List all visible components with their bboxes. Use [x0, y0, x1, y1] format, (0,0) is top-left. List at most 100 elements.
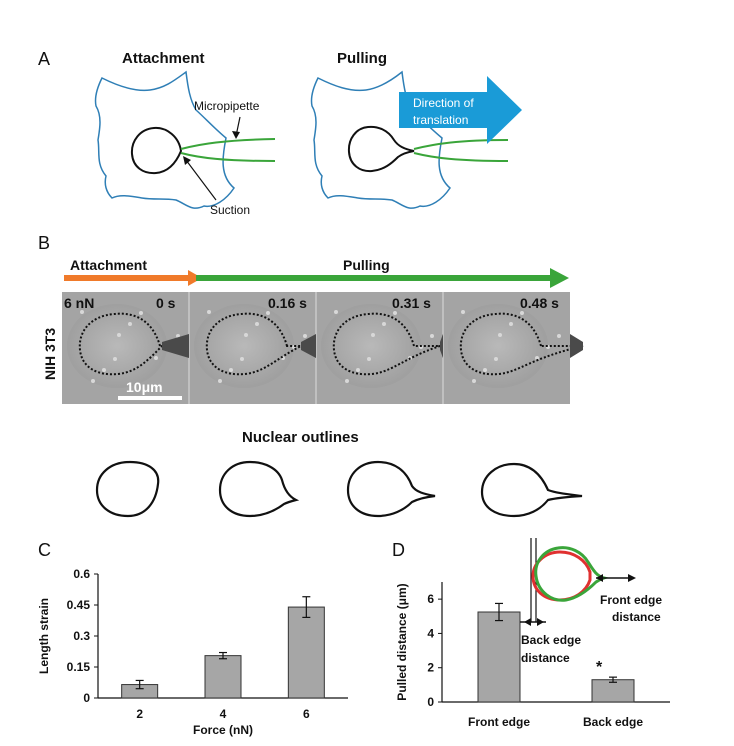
direction-label-line2: translation — [413, 113, 468, 127]
y-tick-label: 6 — [427, 592, 434, 606]
direction-label-line1: Direction of — [413, 96, 474, 110]
pipette-image-2 — [440, 334, 443, 358]
y-axis-label: Pulled distance (μm) — [395, 583, 409, 700]
nucleus-dotted-outline-1 — [205, 312, 302, 376]
vesicle — [240, 357, 244, 361]
pulling-arrow-shaft — [196, 275, 552, 281]
attachment-title: Attachment — [122, 50, 205, 67]
vesicle — [255, 322, 259, 326]
timestamp-1: 0.16 s — [268, 295, 307, 311]
y-tick-label: 4 — [427, 626, 434, 640]
nucleus-dotted-outline-2 — [332, 312, 441, 376]
scale-bar — [118, 396, 182, 400]
vesicle — [520, 311, 524, 315]
y-tick-label: 0 — [83, 691, 90, 705]
panel-c-label: C — [38, 540, 51, 560]
bar-2 — [287, 606, 325, 699]
y-tick-label: 0.15 — [67, 660, 91, 674]
nuclear-outline-2 — [346, 460, 436, 518]
edge-distance-inset — [520, 538, 636, 626]
cell-image-1 — [194, 304, 294, 388]
vesicle — [218, 379, 222, 383]
vesicle — [557, 334, 561, 338]
y-tick-label: 0 — [427, 695, 434, 709]
vesicle — [113, 357, 117, 361]
vesicle — [345, 379, 349, 383]
pipette-image-3 — [570, 334, 583, 358]
timestamp-0: 0 s — [156, 295, 176, 311]
nuclear-outlines-title: Nuclear outlines — [242, 429, 359, 446]
x-tick-label-0: 2 — [136, 707, 143, 721]
cell-image-3 — [448, 304, 548, 388]
vesicle — [509, 322, 513, 326]
cell-outline-attachment — [94, 70, 235, 209]
nuclear-outline-1 — [218, 460, 300, 518]
cell-image-0 — [67, 304, 167, 388]
front-edge-distance-label-line2: distance — [612, 610, 661, 624]
nucleus-attachment — [130, 126, 183, 175]
vesicle — [229, 368, 233, 372]
vesicle — [498, 333, 502, 337]
pulling-phase-label: Pulling — [343, 257, 390, 273]
nuclear-outline-3 — [480, 462, 583, 518]
suction-pointer — [185, 159, 217, 201]
vesicle — [303, 334, 307, 338]
significance-marker: * — [596, 659, 603, 676]
x-tick-label-1: 4 — [220, 707, 227, 721]
bar-0 — [477, 611, 521, 703]
timestamp-2: 0.31 s — [392, 295, 431, 311]
vesicle — [117, 333, 121, 337]
x-axis-label: Force (nN) — [193, 723, 253, 737]
attachment-arrow-shaft — [64, 275, 190, 281]
vesicle — [356, 368, 360, 372]
panel-b-label: B — [38, 233, 50, 253]
vesicle — [80, 310, 84, 314]
bar-1 — [591, 679, 635, 703]
pipette-image-0 — [162, 334, 189, 358]
cell-image-2 — [321, 304, 421, 388]
vesicle — [430, 334, 434, 338]
panel-a-label: A — [38, 49, 50, 69]
back-edge-distance-label-line2: distance — [521, 651, 570, 665]
bar-1 — [204, 655, 242, 699]
suction-pointer-head — [183, 156, 191, 165]
micropipette-label: Micropipette — [194, 99, 260, 113]
cell-outline-pulling — [310, 70, 451, 209]
force-label: 6 nN — [64, 295, 94, 311]
timestamp-3: 0.48 s — [520, 295, 559, 311]
x-tick-label-2: 6 — [303, 707, 310, 721]
y-axis-label: Length strain — [37, 598, 51, 674]
micropipette-pointer-head — [232, 131, 240, 139]
x-tick-label-1: Back edge — [583, 715, 643, 729]
vesicle — [154, 356, 158, 360]
green-nucleus-outline — [534, 546, 610, 602]
x-tick-label-0: Front edge — [468, 715, 530, 729]
vesicle — [334, 310, 338, 314]
vesicle — [139, 311, 143, 315]
vesicle — [483, 368, 487, 372]
vesicle — [128, 322, 132, 326]
attachment-arrow-head — [188, 270, 202, 286]
vesicle — [371, 333, 375, 337]
vesicle — [207, 310, 211, 314]
micropipette-attachment — [180, 138, 276, 162]
panel-d-label: D — [392, 540, 405, 560]
micrograph-frames — [67, 304, 584, 388]
vesicle — [91, 379, 95, 383]
vesicle — [266, 311, 270, 315]
vesicle — [244, 333, 248, 337]
nuclear-outline-0 — [95, 460, 160, 518]
direction-arrow — [399, 76, 522, 144]
back-edge-distance-label-line1: Back edge — [521, 633, 581, 647]
attachment-phase-label: Attachment — [70, 257, 147, 273]
vesicle — [393, 311, 397, 315]
vesicle — [102, 368, 106, 372]
vesicle — [367, 357, 371, 361]
vesicle — [494, 357, 498, 361]
scale-bar-label: 10μm — [126, 379, 163, 395]
vesicle — [472, 379, 476, 383]
pulling-arrow-head — [550, 268, 569, 288]
